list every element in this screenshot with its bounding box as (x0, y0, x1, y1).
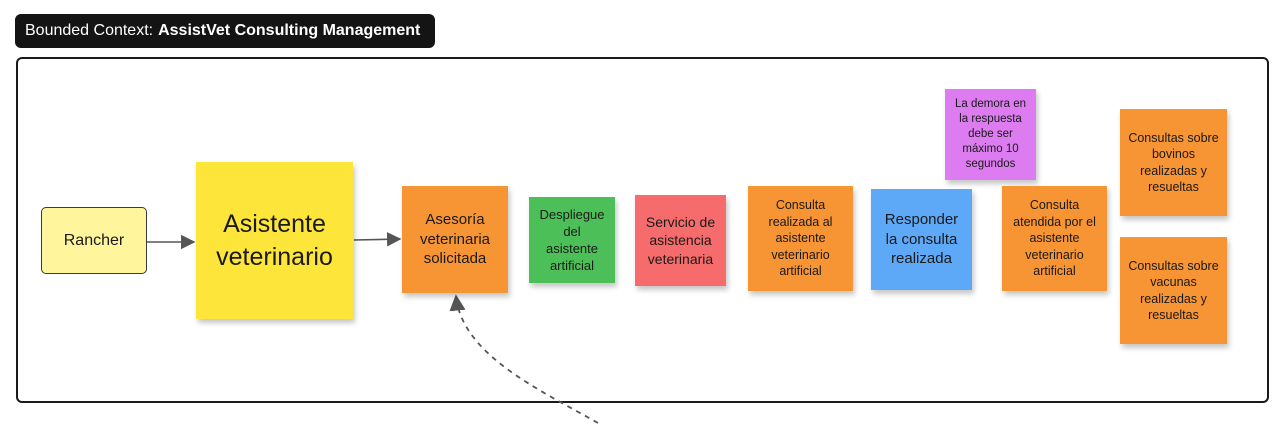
demora-respuesta-note[interactable]: La demora en la respuesta debe ser máxim… (945, 89, 1036, 180)
arrow-asistente-to-asesoria (353, 232, 402, 247)
asistente-veterinario-note[interactable]: Asistente veterinario (196, 162, 353, 319)
consultas-vacunas-note[interactable]: Consultas sobre vacunas realizadas y res… (1120, 237, 1227, 344)
despliegue-asistente-note[interactable]: Despliegue del asistente artificial (529, 197, 615, 283)
title-prefix: Bounded Context: (25, 22, 154, 39)
consultas-bovinos-note[interactable]: Consultas sobre bovinos realizadas y res… (1120, 109, 1227, 216)
consulta-realizada-note[interactable]: Consulta realizada al asistente veterina… (748, 186, 853, 291)
rancher-actor-note[interactable]: Rancher (41, 207, 147, 274)
dashed-arrow-to-asesoria (449, 294, 599, 424)
consulta-atendida-note[interactable]: Consulta atendida por el asistente veter… (1002, 186, 1107, 291)
bounded-context-title: Bounded Context: AssistVet Consulting Ma… (15, 14, 435, 48)
servicio-asistencia-note[interactable]: Servicio de asistencia veterinaria (635, 195, 726, 286)
responder-consulta-note[interactable]: Responder la consulta realizada (871, 189, 972, 290)
title-name: AssistVet Consulting Management (158, 22, 421, 39)
asesoria-solicitada-note[interactable]: Asesoría veterinaria solicitada (402, 186, 508, 293)
bounded-context-frame[interactable] (16, 57, 1269, 403)
